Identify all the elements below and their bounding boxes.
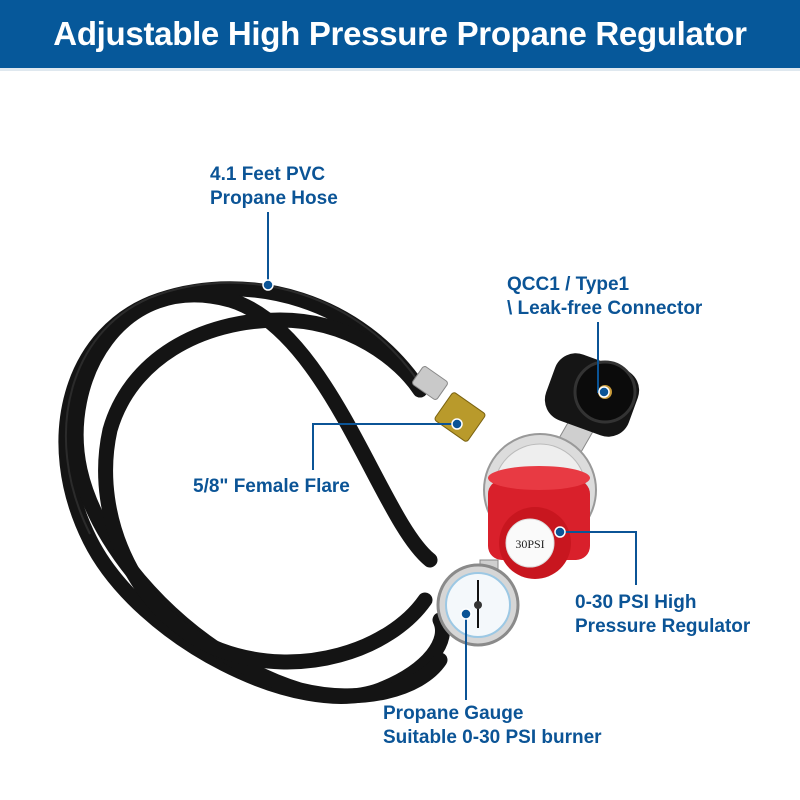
callout-flare-line1: 5/8" Female Flare — [193, 476, 350, 497]
callout-hose-line2: Propane Hose — [210, 188, 338, 209]
callout-connector-line1: QCC1 / Type1 — [507, 274, 630, 295]
callout-gauge-line2: Suitable 0-30 PSI burner — [383, 727, 602, 748]
callout-gauge-line1: Propane Gauge — [383, 703, 524, 724]
header-banner: Adjustable High Pressure Propane Regulat… — [0, 0, 800, 68]
propane-hose — [58, 281, 450, 704]
callout-connector-line2: \ Leak-free Connector — [507, 298, 703, 319]
callout-dots — [262, 279, 610, 620]
callout-regulator: 0-30 PSI High Pressure Regulator — [575, 591, 750, 639]
knob-label: 30PSI — [515, 537, 544, 551]
callout-regulator-line1: 0-30 PSI High — [575, 592, 697, 613]
callout-flare: 5/8" Female Flare — [193, 475, 350, 499]
callout-connector: QCC1 / Type1 \ Leak-free Connector — [507, 273, 702, 321]
callout-hose-line1: 4.1 Feet PVC — [210, 164, 326, 185]
header-divider — [0, 68, 800, 71]
pressure-gauge — [436, 559, 520, 647]
flare-fitting — [412, 366, 486, 442]
regulator: 30PSI — [483, 415, 597, 579]
callout-gauge: Propane Gauge Suitable 0-30 PSI burner — [383, 702, 602, 750]
callout-regulator-line2: Pressure Regulator — [575, 616, 751, 637]
page-title: Adjustable High Pressure Propane Regulat… — [53, 15, 747, 52]
callout-hose: 4.1 Feet PVC Propane Hose — [210, 163, 338, 211]
qcc1-connector — [544, 353, 640, 437]
